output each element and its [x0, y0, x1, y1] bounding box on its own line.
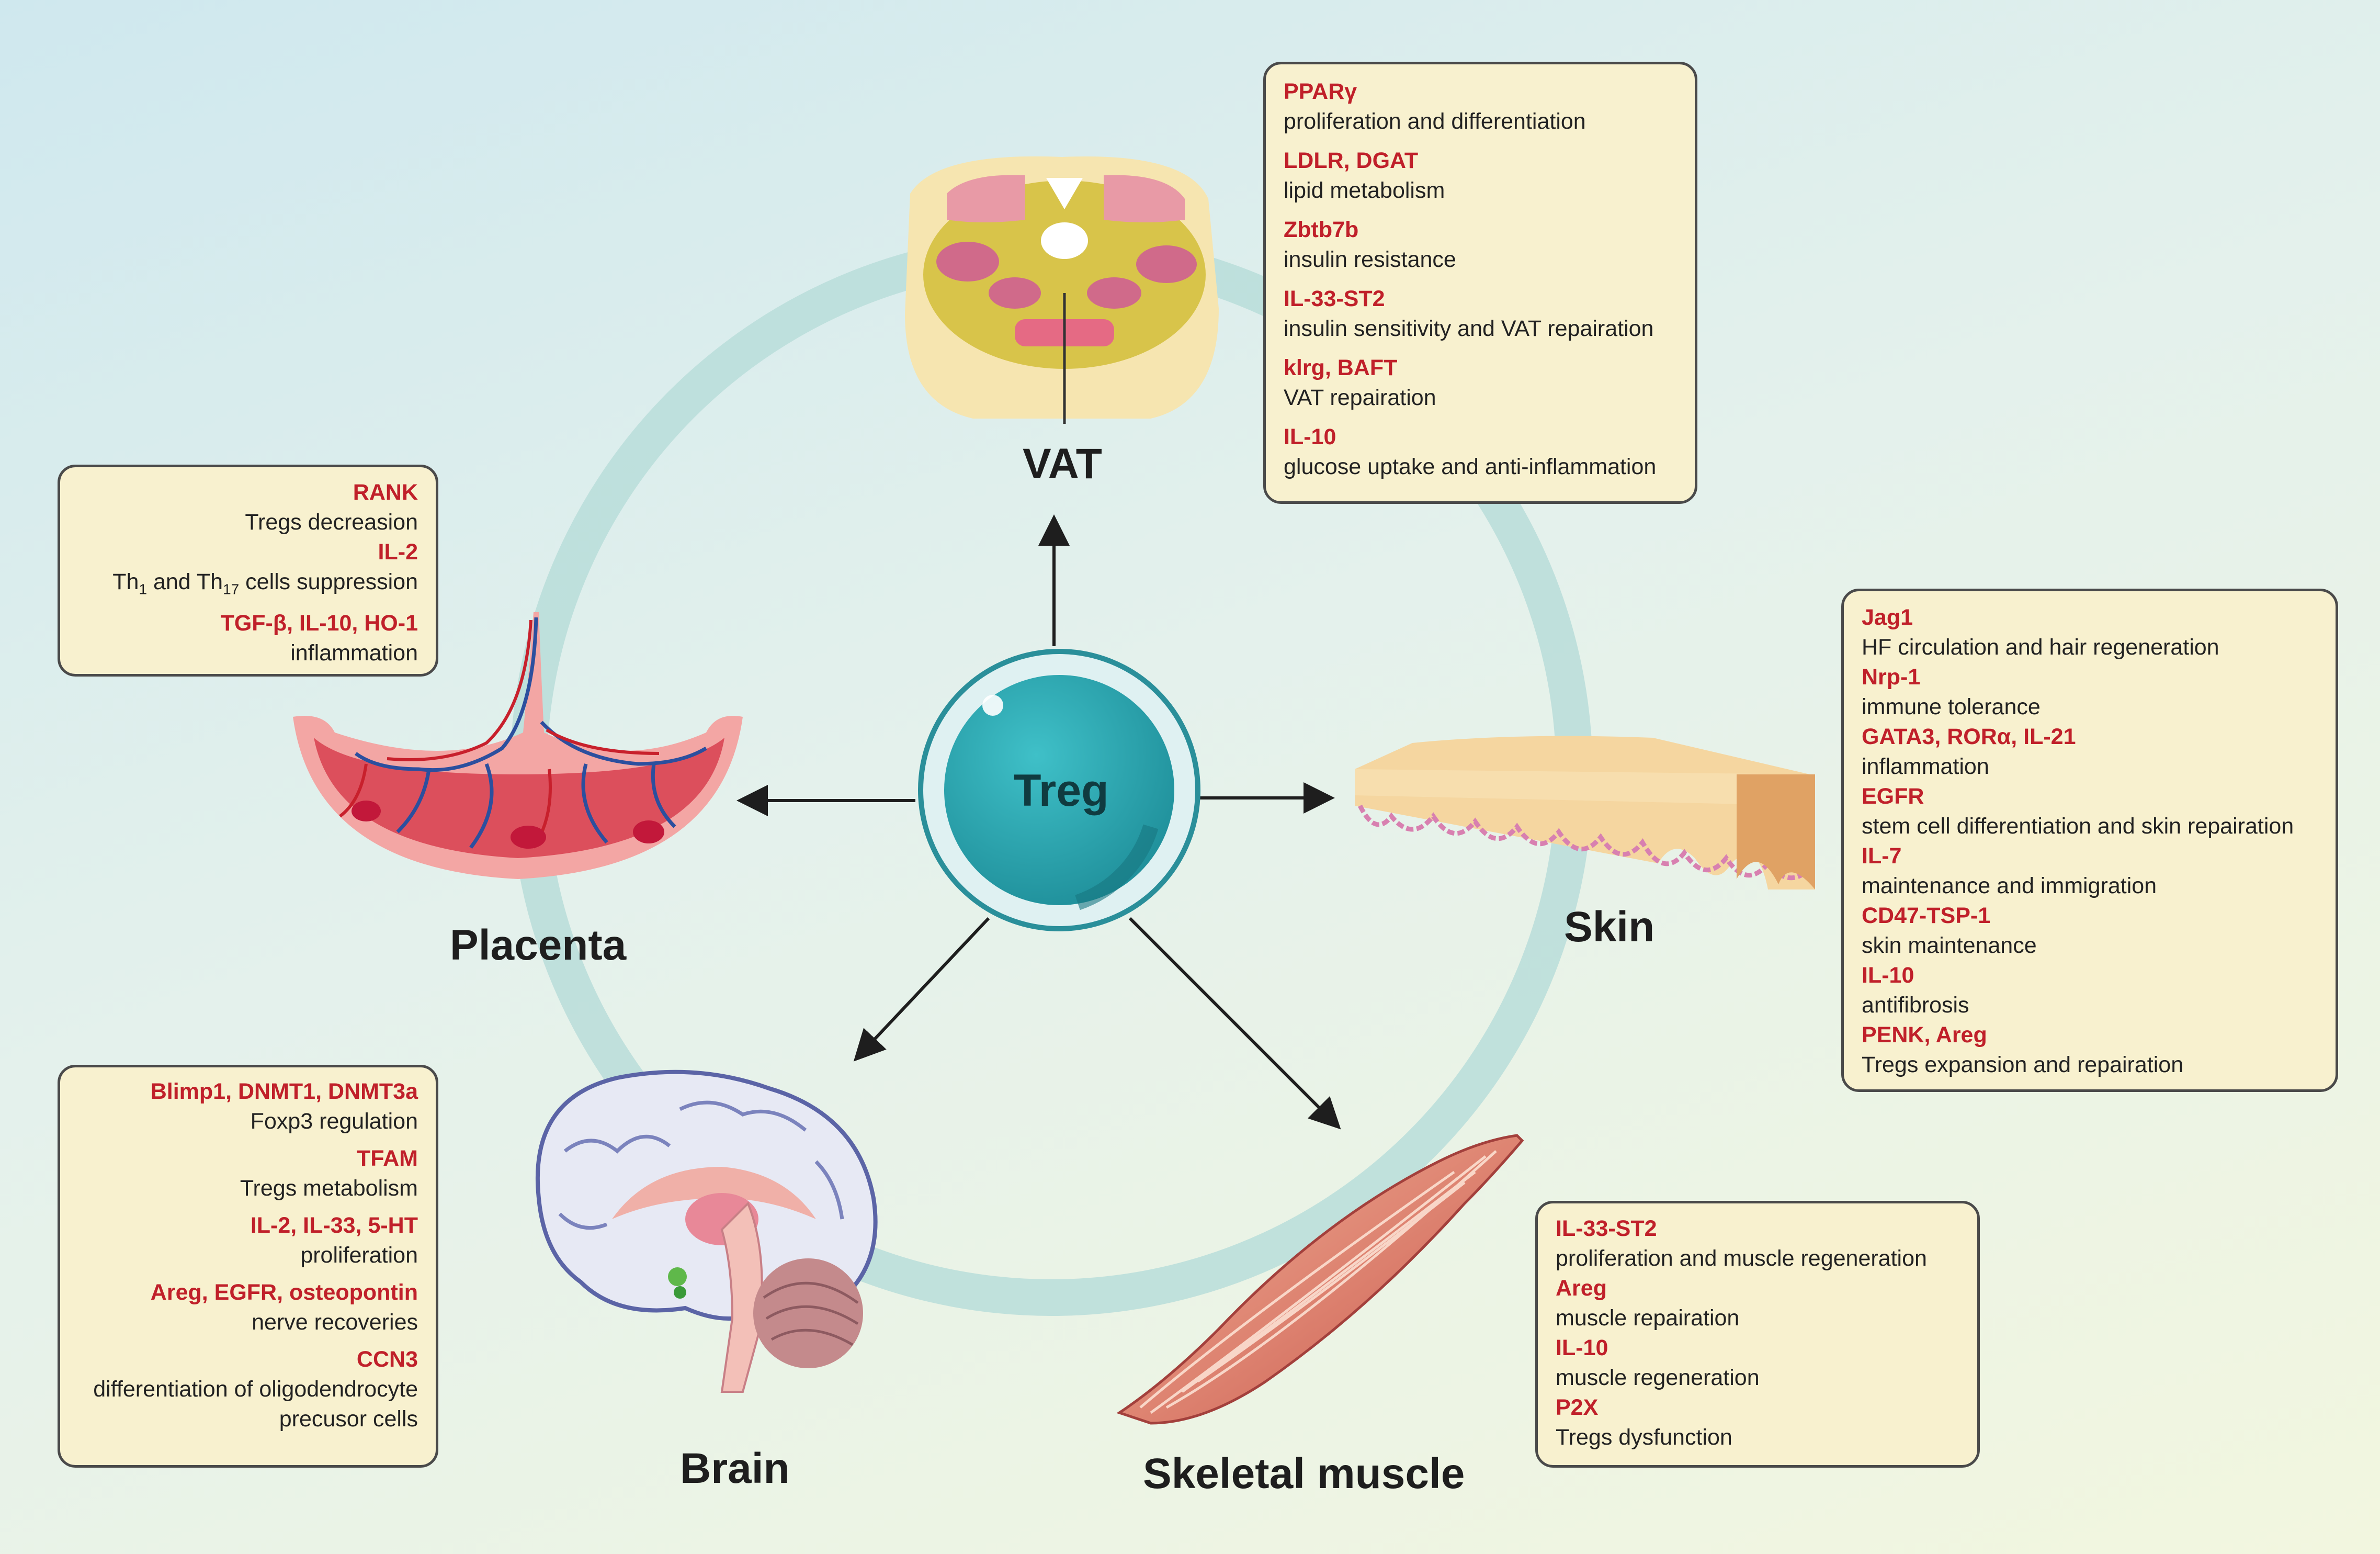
placenta-illustration — [293, 612, 743, 879]
skin-key-7: PENK, Areg — [1862, 1022, 1987, 1048]
placenta-key-2: TGF-β, IL-10, HO-1 — [220, 610, 418, 636]
skin-desc-2: inflammation — [1862, 754, 1989, 779]
arrow-to-brain — [853, 917, 990, 1062]
skin-desc-7: Tregs expansion and repairation — [1862, 1052, 2184, 1077]
skin-key-3: EGFR — [1862, 784, 1924, 809]
organ-label-skin: Skin — [1564, 903, 1655, 951]
vat-info-box: PPARγ proliferation and differentiation … — [1263, 62, 1697, 504]
brain-key-4: CCN3 — [356, 1347, 418, 1372]
skin-desc-3: stem cell differentiation and skin repai… — [1862, 814, 2294, 839]
brain-key-3: Areg, EGFR, osteopontin — [150, 1280, 418, 1305]
skin-key-0: Jag1 — [1862, 605, 1913, 630]
vat-desc-2: insulin resistance — [1284, 247, 1456, 272]
vat-key-0: PPARγ — [1284, 79, 1357, 104]
vat-desc-0: proliferation and differentiation — [1284, 109, 1586, 134]
brain-key-0: Blimp1, DNMT1, DNMT3a — [150, 1079, 418, 1104]
placenta-desc-1: Th1 and Th17 cells suppression — [112, 569, 418, 598]
skin-desc-0: HF circulation and hair regeneration — [1862, 635, 2219, 660]
brain-desc-4: differentiation of oligodendrocyte — [93, 1377, 418, 1402]
skin-key-4: IL-7 — [1862, 843, 1902, 869]
brain-illustration — [535, 1069, 878, 1393]
vat-key-3: IL-33-ST2 — [1284, 286, 1385, 311]
muscle-key-2: IL-10 — [1556, 1335, 1608, 1360]
skin-desc-5: skin maintenance — [1862, 933, 2037, 958]
organ-label-skeletal-muscle: Skeletal muscle — [1143, 1450, 1465, 1497]
organ-label-placenta: Placenta — [450, 921, 627, 969]
skin-key-6: IL-10 — [1862, 963, 1914, 988]
brain-desc-4-line2: precusor cells — [279, 1406, 418, 1432]
vat-key-2: Zbtb7b — [1284, 217, 1359, 242]
placenta-key-0: RANK — [353, 480, 418, 505]
treg-label: Treg — [1014, 765, 1109, 816]
vat-desc-5: glucose uptake and anti-inflammation — [1284, 454, 1657, 479]
skin-key-2: GATA3, RORα, IL-21 — [1862, 724, 2076, 749]
vat-desc-3: insulin sensitivity and VAT repairation — [1284, 316, 1654, 341]
brain-desc-2: proliferation — [300, 1243, 418, 1268]
skin-key-1: Nrp-1 — [1862, 665, 1921, 690]
vat-illustration — [905, 156, 1219, 424]
muscle-key-1: Areg — [1556, 1276, 1607, 1301]
muscle-key-3: P2X — [1556, 1395, 1599, 1420]
placenta-key-1: IL-2 — [378, 539, 418, 565]
placenta-info-box: RANK Tregs decreasion IL-2 Th1 and Th17 … — [58, 465, 438, 677]
muscle-info-box: IL-33-ST2 proliferation and muscle regen… — [1535, 1201, 1980, 1468]
vat-key-4: klrg, BAFT — [1284, 355, 1398, 380]
muscle-desc-1: muscle repairation — [1556, 1305, 1740, 1331]
vat-desc-1: lipid metabolism — [1284, 178, 1445, 203]
vat-desc-4: VAT repairation — [1284, 385, 1436, 410]
skin-desc-4: maintenance and immigration — [1862, 873, 2157, 898]
treg-cell — [918, 649, 1200, 931]
vat-key-1: LDLR, DGAT — [1284, 148, 1419, 173]
skin-info-box: Jag1 HF circulation and hair regeneratio… — [1841, 589, 2338, 1092]
muscle-desc-2: muscle regeneration — [1556, 1365, 1760, 1390]
arrow-to-muscle — [1128, 917, 1341, 1130]
brain-key-2: IL-2, IL-33, 5-HT — [250, 1213, 418, 1238]
placenta-desc-2: inflammation — [290, 640, 418, 666]
brain-desc-0: Foxp3 regulation — [250, 1109, 418, 1134]
placenta-desc-0: Tregs decreasion — [245, 510, 418, 535]
muscle-illustration — [1116, 1134, 1524, 1425]
brain-desc-3: nerve recoveries — [252, 1310, 418, 1335]
muscle-desc-0: proliferation and muscle regeneration — [1556, 1246, 1927, 1271]
vat-key-5: IL-10 — [1284, 424, 1336, 449]
skin-desc-1: immune tolerance — [1862, 694, 2041, 719]
muscle-desc-3: Tregs dysfunction — [1556, 1425, 1732, 1450]
brain-key-1: TFAM — [356, 1146, 418, 1171]
skin-key-5: CD47-TSP-1 — [1862, 903, 1991, 928]
skin-desc-6: antifibrosis — [1862, 993, 1969, 1018]
organ-label-vat: VAT — [1023, 440, 1102, 488]
organ-label-brain: Brain — [680, 1445, 790, 1492]
brain-info-box: Blimp1, DNMT1, DNMT3a Foxp3 regulation T… — [58, 1065, 438, 1468]
brain-desc-1: Tregs metabolism — [240, 1176, 418, 1201]
skin-illustration — [1355, 736, 1815, 889]
muscle-key-0: IL-33-ST2 — [1556, 1216, 1657, 1241]
